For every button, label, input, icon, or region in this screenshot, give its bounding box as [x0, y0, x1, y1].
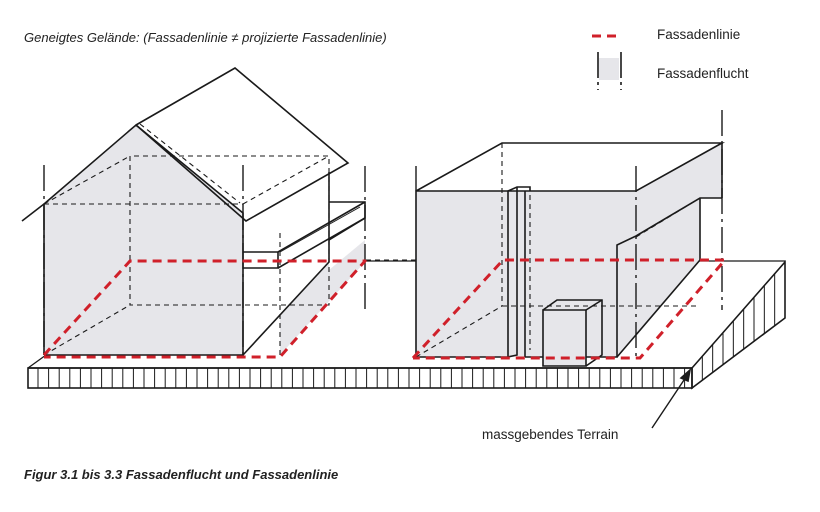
slab-hatch-front — [37, 368, 686, 388]
slab-hatch-side — [701, 273, 776, 381]
fassadenlinie-right — [411, 258, 729, 360]
house-gable-facade — [44, 125, 243, 355]
figure-caption: Figur 3.1 bis 3.3 Fassadenflucht und Fas… — [24, 467, 339, 482]
left-house — [21, 67, 369, 359]
diagram-title: Geneigtes Gelände: (Fassadenlinie ≠ proj… — [24, 30, 387, 45]
right-house — [366, 110, 729, 367]
front-facade — [416, 191, 636, 357]
terrain-arrow — [651, 367, 692, 429]
legend-fassadenlinie-label: Fassadenlinie — [657, 27, 741, 42]
house-side-facade — [280, 240, 365, 355]
fassadenlinie-left — [42, 259, 369, 359]
side-facade — [617, 143, 722, 357]
terrain-annotation: massgebendes Terrain — [482, 427, 619, 442]
legend-plane-icon — [597, 52, 622, 90]
legend-fassadenflucht-label: Fassadenflucht — [657, 66, 749, 81]
